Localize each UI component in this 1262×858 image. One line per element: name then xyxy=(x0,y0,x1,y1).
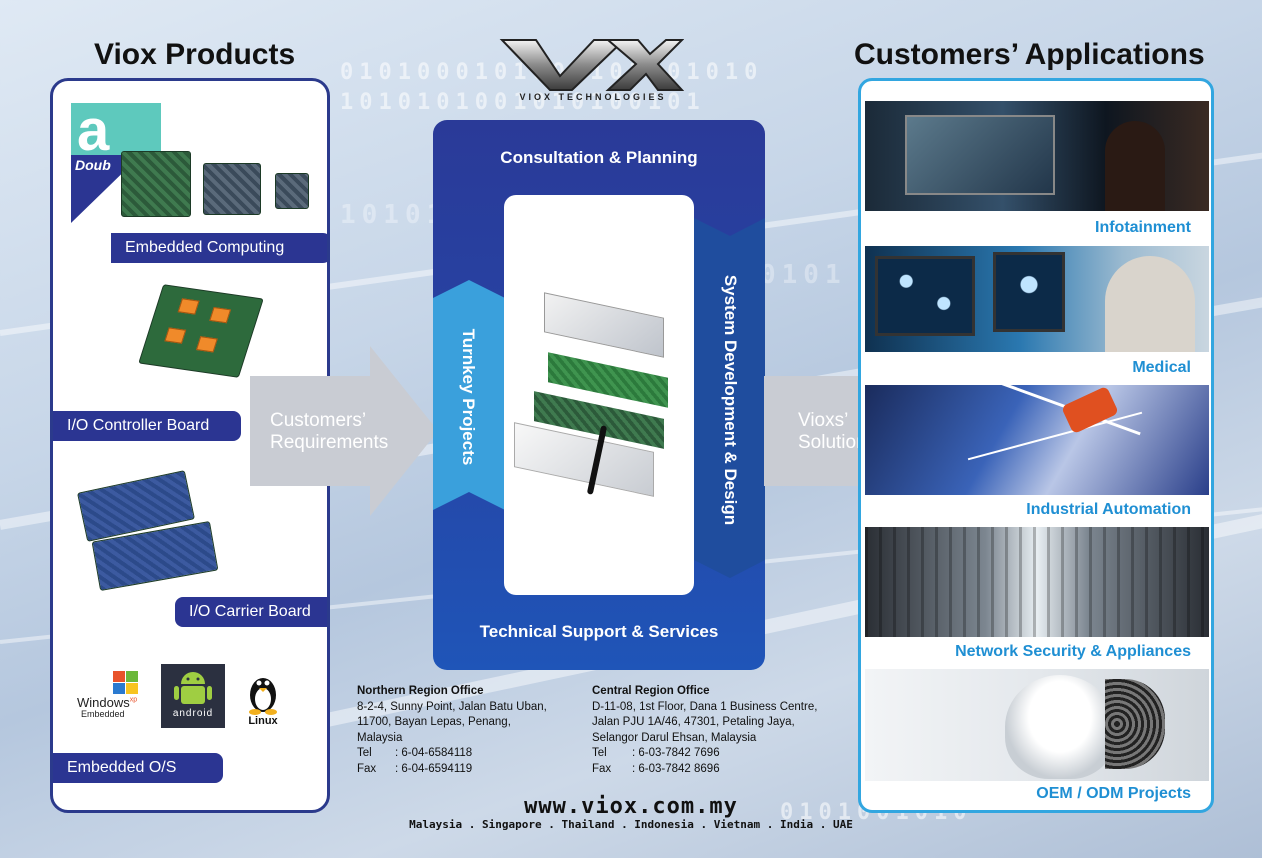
northern-office-title: Northern Region Office xyxy=(357,685,484,697)
viox-logo-tagline: VIOX TECHNOLOGIES xyxy=(519,92,667,102)
northern-office: Northern Region Office 8-2-4, Sunny Poin… xyxy=(357,684,577,777)
viox-logo-mark xyxy=(499,39,685,91)
central-tel: : 6-03-7842 7696 xyxy=(632,747,720,759)
label-infotainment: Infotainment xyxy=(1095,219,1191,236)
central-fax: : 6-03-7842 8696 xyxy=(632,762,720,775)
embedded-board-small xyxy=(275,173,309,209)
android-robot-icon xyxy=(174,672,212,704)
website-url[interactable]: www.viox.com.my xyxy=(524,794,738,819)
label-network-security: Network Security & Appliances xyxy=(955,643,1191,660)
label-oem-odm: OEM / ODM Projects xyxy=(1036,785,1191,802)
android-logo: android xyxy=(161,664,225,728)
northern-address-line: 8-2-4, Sunny Point, Jalan Batu Uban, xyxy=(357,700,547,713)
brand-logo: a Doub xyxy=(71,98,161,223)
linux-text: Linux xyxy=(248,715,278,727)
consultation-planning-label: Consultation & Planning xyxy=(500,148,698,167)
tag-embedded-os: Embedded O/S xyxy=(53,753,223,783)
embedded-board-large xyxy=(121,151,191,217)
tag-io-carrier-board: I/O Carrier Board xyxy=(175,597,327,627)
label-industrial-automation: Industrial Automation xyxy=(1026,501,1191,518)
central-tel-label: Tel xyxy=(592,747,607,759)
customers-requirements-arrow: Customers’ Requirements xyxy=(250,346,440,516)
central-address-line: D-11-08, 1st Floor, Dana 1 Business Cent… xyxy=(592,700,818,713)
turnkey-band xyxy=(433,280,505,510)
medical-image xyxy=(865,246,1209,352)
northern-tel-label: Tel xyxy=(357,747,372,759)
oem-odm-image xyxy=(865,669,1209,781)
arrow-text-line1: Customers’ xyxy=(270,410,367,431)
arrow-text-line2: Solutions xyxy=(798,432,877,453)
tag-embedded-computing: Embedded Computing xyxy=(111,233,327,263)
central-fax-label: Fax xyxy=(592,762,612,775)
windows-flag-icon xyxy=(113,671,139,695)
windows-xp-embedded-logo: Windowsxp Embedded xyxy=(77,671,157,727)
industrial-automation-image xyxy=(865,377,1209,495)
linux-logo: Linux xyxy=(241,671,285,731)
system-development-design-label: System Development & Design xyxy=(721,274,740,526)
technical-support-label: Technical Support & Services xyxy=(479,622,719,641)
tux-penguin-icon xyxy=(249,678,277,715)
network-security-image xyxy=(865,527,1209,637)
windows-xp-sup: xp xyxy=(129,696,138,704)
windows-embedded-text: Embedded xyxy=(81,709,125,719)
brand-logo-text: Doub xyxy=(75,157,111,173)
northern-fax: : 6-04-6594119 xyxy=(395,762,473,775)
tag-io-controller-board: I/O Controller Board xyxy=(53,411,241,441)
customers-applications-heading: Customers’ Applications xyxy=(854,38,1205,71)
northern-tel: : 6-04-6584118 xyxy=(395,747,473,759)
central-office: Central Region Office D-11-08, 1st Floor… xyxy=(592,684,842,777)
viox-products-heading: Viox Products xyxy=(94,38,296,71)
label-medical: Medical xyxy=(1132,359,1191,376)
customers-applications-panel: Infotainment Medical Industrial Automati… xyxy=(858,78,1214,813)
embedded-system-exploded-image xyxy=(514,292,684,497)
northern-address-line: 11700, Bayan Lepas, Penang, xyxy=(357,716,511,728)
central-address-line: Selangor Darul Ehsan, Malaysia xyxy=(592,731,757,744)
product-image-panel xyxy=(504,195,694,595)
turnkey-projects-label: Turnkey Projects xyxy=(459,328,478,466)
windows-text: Windows xyxy=(77,695,130,710)
io-controller-board-image xyxy=(138,284,264,378)
system-development-band xyxy=(694,218,765,578)
arrow-shape xyxy=(250,346,438,516)
northern-address-line: Malaysia xyxy=(357,731,403,744)
infotainment-image xyxy=(865,101,1209,211)
viox-logo: VIOX TECHNOLOGIES xyxy=(498,34,685,106)
northern-fax-label: Fax xyxy=(357,762,377,775)
countries-list: Malaysia . Singapore . Thailand . Indone… xyxy=(409,818,853,831)
arrow-text-line2: Requirements xyxy=(270,432,389,453)
android-text: android xyxy=(172,708,214,719)
central-address-line: Jalan PJU 1A/46, 47301, Petaling Jaya, xyxy=(592,716,795,728)
embedded-board-medium xyxy=(203,163,261,215)
central-office-title: Central Region Office xyxy=(592,685,710,697)
arrow-text-line1: Vioxs’ xyxy=(798,410,849,431)
